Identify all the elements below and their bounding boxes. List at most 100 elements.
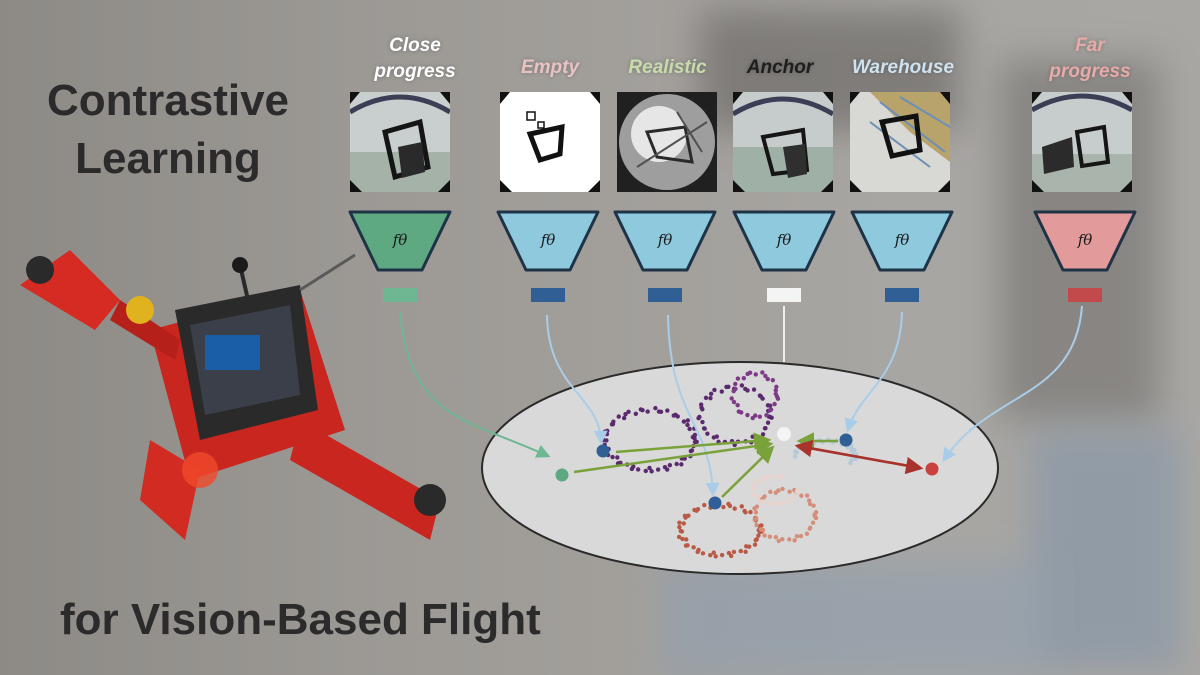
trajectory-dot xyxy=(680,536,685,542)
trajectory-dot xyxy=(739,383,745,388)
trajectory-dot xyxy=(689,448,695,453)
trajectory-dot xyxy=(792,538,797,543)
trajectory-dot xyxy=(727,503,733,509)
trajectory-dot xyxy=(626,409,631,414)
trajectory-dot xyxy=(719,389,725,394)
trajectory-dot xyxy=(773,391,778,397)
trajectory-dot xyxy=(794,534,800,539)
label-line: Realistic xyxy=(628,57,707,78)
trajectory-dot xyxy=(753,510,759,515)
trajectory-dot xyxy=(685,422,690,428)
trajectory-dot xyxy=(743,510,748,515)
trajectory-dot xyxy=(679,529,685,534)
trajectory-dot xyxy=(655,467,661,472)
trajectory-dot xyxy=(682,513,688,519)
trajectory-dot xyxy=(807,498,812,503)
point-realistic xyxy=(708,496,722,510)
trajectory-dot xyxy=(780,486,785,492)
trajectory-dot xyxy=(756,495,761,500)
embedding-far xyxy=(1068,288,1102,302)
trajectory-dot xyxy=(700,419,705,425)
trajectory-dot xyxy=(711,550,716,555)
trajectory-dot xyxy=(754,504,760,509)
title-line-2: Learning xyxy=(75,134,261,183)
trajectory-dot xyxy=(721,504,726,510)
trajectory-dot xyxy=(760,396,765,401)
trajectory-dot xyxy=(752,542,758,547)
trajectory-dot xyxy=(752,485,757,491)
encoder-label: fθ xyxy=(540,231,556,249)
trajectory-dot xyxy=(615,455,620,460)
trajectory-dot xyxy=(770,475,775,480)
thumbnail-close-progress xyxy=(350,92,450,192)
trajectory-dot xyxy=(736,409,742,414)
trajectory-dot xyxy=(813,515,819,521)
trajectory-dot xyxy=(733,386,738,392)
trajectory-dot xyxy=(702,502,707,508)
point-anchor xyxy=(777,427,791,441)
embedding-empty xyxy=(531,288,565,302)
label-line: Anchor xyxy=(746,57,814,78)
trajectory-dot xyxy=(697,414,702,420)
trajectory-dot xyxy=(643,468,648,474)
trajectory-dot xyxy=(754,537,759,542)
trajectory-dot xyxy=(780,536,785,542)
trajectory-dot xyxy=(698,402,704,407)
trajectory-dot xyxy=(793,449,798,454)
encoder-far xyxy=(1033,210,1137,272)
trajectory-dot xyxy=(852,447,857,453)
trajectory-dot xyxy=(787,489,792,494)
trajectory-dot xyxy=(759,523,764,528)
trajectory-dot xyxy=(773,535,779,540)
trajectory-dot xyxy=(748,509,753,515)
trajectory-dot xyxy=(745,412,750,418)
trajectory-dot xyxy=(807,526,812,531)
trajectory-dot xyxy=(687,426,692,432)
pull-arrow-realistic xyxy=(721,445,775,498)
trajectory-dot xyxy=(762,533,767,538)
trajectory-dot xyxy=(674,461,679,467)
thumbnail-realistic xyxy=(617,92,717,192)
trajectory-dot xyxy=(611,419,616,424)
trajectory-dot xyxy=(604,438,609,443)
trajectory-dot xyxy=(695,507,701,512)
trajectory-dot xyxy=(767,408,773,413)
trajectory-dot xyxy=(747,370,753,375)
trajectory-dot xyxy=(623,412,628,417)
trajectory-dot xyxy=(735,402,740,408)
trajectory-dot xyxy=(667,462,673,468)
trajectory-dot xyxy=(691,545,696,550)
trajectory-dot xyxy=(745,388,750,393)
trajectory-dot xyxy=(757,499,763,504)
trajectory-dot xyxy=(760,370,765,375)
title-subtitle: for Vision-Based Flight xyxy=(60,595,541,644)
trajectory-dot xyxy=(708,552,713,558)
thumbnail-empty xyxy=(500,92,600,192)
pull-arrow-empty xyxy=(615,432,772,454)
trajectory-dot xyxy=(695,549,700,555)
trajectory-dot xyxy=(787,537,792,542)
background-blur xyxy=(660,560,1040,675)
trajectory-dot xyxy=(770,377,776,383)
encoder-realistic xyxy=(613,210,717,272)
trajectory-dot xyxy=(735,376,741,381)
encoder-label: fθ xyxy=(657,231,673,249)
trajectory-dot xyxy=(675,414,680,419)
trajectory-dot xyxy=(798,533,804,539)
trajectory-dot xyxy=(764,474,770,479)
trajectory-dot xyxy=(662,464,668,470)
trajectory-dot xyxy=(776,488,781,493)
embedding-warehouse xyxy=(885,288,919,302)
trajectory-dot xyxy=(750,434,755,439)
trajectory-dot xyxy=(676,534,682,540)
trajectory-dot xyxy=(751,387,757,392)
trajectory-dot xyxy=(677,520,682,525)
trajectory-dot xyxy=(776,538,781,544)
trajectory-dot xyxy=(759,478,764,483)
trajectory-dot xyxy=(767,534,773,539)
trajectory-dot xyxy=(753,372,758,377)
title-main: Contrastive Learning xyxy=(18,72,318,188)
trajectory-dot xyxy=(729,396,734,401)
embedding-realistic xyxy=(648,288,682,302)
